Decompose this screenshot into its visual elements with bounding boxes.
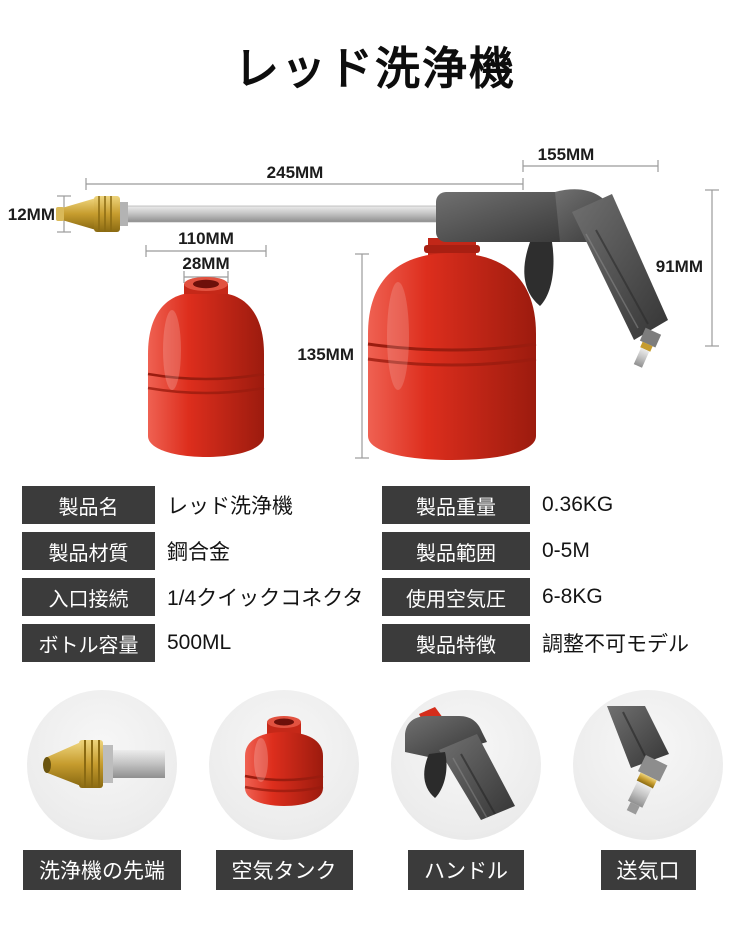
spec-value: 6-8KG xyxy=(542,585,603,608)
part-card-nozzle-tip: 洗浄機の先端 xyxy=(14,690,190,890)
air-tank-icon xyxy=(209,690,359,840)
part-label-nozzle-tip: 洗浄機の先端 xyxy=(23,850,181,890)
part-card-handle: ハンドル xyxy=(378,690,554,890)
spec-label: 製品名 xyxy=(22,486,155,524)
dim-body-height: 91MM xyxy=(656,257,703,276)
large-bottle-image xyxy=(367,238,537,460)
part-gallery: 洗浄機の先端 空気タンク xyxy=(0,690,750,890)
spec-row-material: 製品材質 鋼合金 xyxy=(22,528,368,574)
spec-row-air-pressure: 使用空気圧 6-8KG xyxy=(382,574,728,620)
nozzle-image xyxy=(56,196,128,232)
dim-bottle-height: 135MM xyxy=(297,345,354,364)
spec-table: 製品名 レッド洗浄機 製品重量 0.36KG 製品材質 鋼合金 製品範囲 0-5… xyxy=(0,482,750,666)
part-card-air-tank: 空気タンク xyxy=(196,690,372,890)
spec-label: ボトル容量 xyxy=(22,624,155,662)
spec-value: 0.36KG xyxy=(542,493,614,516)
gun-body-image xyxy=(436,189,668,368)
dim-body-length: 155MM xyxy=(538,145,595,164)
product-diagram: 245MM 155MM 12MM 110MM 28MM 91MM 135MM xyxy=(8,145,719,460)
nozzle-tip-icon xyxy=(27,690,177,840)
spec-row-weight: 製品重量 0.36KG xyxy=(382,482,728,528)
spec-value: 0-5M xyxy=(542,539,590,562)
spec-label: 製品範囲 xyxy=(382,532,530,570)
small-bottle-image xyxy=(147,277,265,457)
spec-row-bottle-capacity: ボトル容量 500ML xyxy=(22,620,368,666)
spec-label: 製品材質 xyxy=(22,532,155,570)
dim-tube-length: 245MM xyxy=(267,163,324,182)
spec-label: 使用空気圧 xyxy=(382,578,530,616)
spec-value: 1/4クイックコネクタ xyxy=(167,587,364,610)
spec-row-range: 製品範囲 0-5M xyxy=(382,528,728,574)
spec-value: レッド洗浄機 xyxy=(167,495,293,518)
dim-small-bottle-neck: 28MM xyxy=(182,254,229,273)
handle-icon xyxy=(391,690,541,840)
dim-small-bottle-width: 110MM xyxy=(178,229,234,248)
spec-value: 鋼合金 xyxy=(167,541,230,564)
spray-tube-image xyxy=(91,205,443,223)
spec-row-product-name: 製品名 レッド洗浄機 xyxy=(22,482,368,528)
spec-row-features: 製品特徴 調整不可モデル xyxy=(382,620,728,666)
spec-label: 製品特徴 xyxy=(382,624,530,662)
spec-row-inlet-connection: 入口接続 1/4クイックコネクタ xyxy=(22,574,368,620)
spec-label: 製品重量 xyxy=(382,486,530,524)
part-label-air-tank: 空気タンク xyxy=(215,850,353,890)
dim-nozzle-diameter: 12MM xyxy=(8,205,55,224)
dimension-labels: 245MM 155MM 12MM 110MM 28MM 91MM 135MM xyxy=(8,145,703,364)
spec-value: 調整不可モデル xyxy=(542,633,689,656)
spec-value: 500ML xyxy=(167,631,232,654)
spec-label: 入口接続 xyxy=(22,578,155,616)
part-card-air-inlet: 送気口 xyxy=(560,690,736,890)
part-label-air-inlet: 送気口 xyxy=(600,850,696,890)
part-label-handle: ハンドル xyxy=(408,850,524,890)
page-title: レッド洗浄機 xyxy=(233,43,516,94)
air-inlet-icon xyxy=(573,690,723,840)
